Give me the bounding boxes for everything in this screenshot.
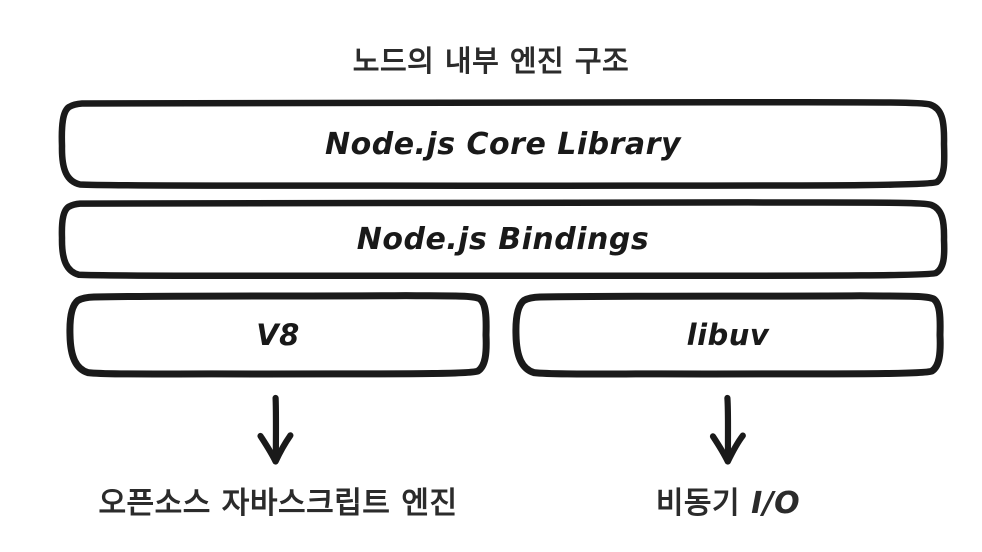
caption-libuv: 비동기 I/O <box>508 478 948 522</box>
caption-v8: 오픈소스 자바스크립트 엔진 <box>98 486 458 521</box>
layer-box-libuv: libuv <box>512 292 944 378</box>
down-arrow-icon <box>709 394 746 465</box>
layer-label-v8: V8 <box>256 318 300 352</box>
layer-label-bindings: Node.js Bindings <box>356 221 650 257</box>
down-arrow-icon <box>257 394 294 465</box>
layer-label-core-library: Node.js Core Library <box>325 126 681 162</box>
layer-box-v8: V8 <box>66 292 490 378</box>
rounded-rect-icon <box>66 292 490 378</box>
caption-libuv-korean: 비동기 <box>655 486 752 521</box>
rounded-rect-icon <box>58 199 948 280</box>
layer-box-bindings: Node.js Bindings <box>58 199 948 280</box>
rounded-rect-icon <box>58 98 948 190</box>
layer-label-libuv: libuv <box>686 318 770 352</box>
layer-box-core-library: Node.js Core Library <box>58 98 948 190</box>
diagram-title: 노드의 내부 엔진 구조 <box>352 44 630 78</box>
rounded-rect-icon <box>512 292 944 378</box>
caption-libuv-latin: I/O <box>751 486 801 521</box>
